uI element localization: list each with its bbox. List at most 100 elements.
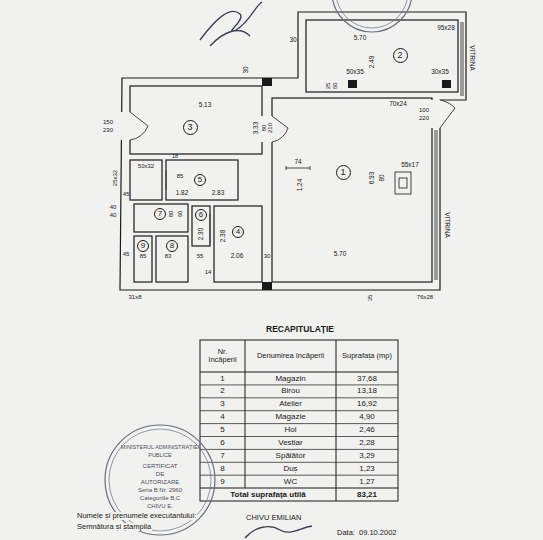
- stove-symbol: [399, 178, 407, 188]
- room-number-circle: 1: [336, 165, 351, 180]
- dimension-label: 50x35: [346, 69, 364, 76]
- table-border: [200, 340, 398, 501]
- stamp-text: PUBLICE: [148, 453, 172, 459]
- dimension-label: 80: [379, 174, 386, 181]
- column-symbol: [348, 80, 357, 88]
- table-heading: RECAPITULAȚIE: [266, 325, 334, 334]
- footer-text: Numele și prenumele executantului:: [76, 512, 197, 520]
- table-cell: 16,92: [357, 400, 377, 408]
- dimension-line: [166, 170, 210, 244]
- dimension-label: 40: [110, 212, 117, 218]
- table-cell: 7: [220, 452, 224, 460]
- dimension-label: 100: [419, 107, 429, 113]
- dimension-label: 60: [332, 83, 338, 90]
- dimension-label: 14: [205, 269, 212, 275]
- dimension-label: 40: [110, 204, 117, 210]
- table-cell: Duș: [283, 465, 297, 473]
- dimension-label: 70x24: [389, 101, 407, 108]
- dimension-label: 2.83: [212, 190, 225, 197]
- room-number-circle: 5: [194, 174, 206, 186]
- room-number-circle: 6: [195, 209, 207, 221]
- stamp-circle: [336, 0, 408, 28]
- door-gap: [260, 116, 274, 142]
- room-wall: [130, 86, 262, 154]
- table-cell: 5: [220, 426, 224, 434]
- table-cell: Denumirea încăperii: [249, 352, 333, 360]
- dimension-label: 6.93: [369, 172, 376, 185]
- dimension-label: 55: [197, 253, 204, 259]
- dimension-label: 220: [419, 115, 429, 121]
- dimension-label: 35: [367, 295, 373, 302]
- table-cell: 4: [220, 413, 224, 421]
- column-symbol: [262, 78, 272, 86]
- dimension-label: 50x32: [138, 163, 154, 169]
- dimension-label: 230: [103, 127, 113, 133]
- table-cell: Hol: [284, 426, 296, 434]
- stamp-text: Seria B Nr. 2960: [138, 487, 182, 493]
- door-gap: [116, 112, 132, 140]
- table-cell: Vestiar: [278, 439, 302, 447]
- room-number: 9: [141, 242, 145, 250]
- dimension-label: 95x28: [437, 25, 455, 32]
- window-label: VITRINA: [469, 45, 476, 71]
- footer-text: 09.10.2002: [358, 529, 398, 537]
- table-cell: Birou: [281, 387, 300, 395]
- signature: [245, 526, 312, 538]
- dimension-label: 74: [294, 159, 301, 166]
- room-number-circle: 3: [183, 120, 198, 135]
- dimension-label: 85: [140, 253, 147, 259]
- dimension-label: 25: [325, 83, 331, 90]
- table-cell: 1,27: [359, 477, 375, 485]
- window-label: VITRINA: [444, 212, 451, 238]
- room-wall: [272, 98, 432, 282]
- dimension-label: 83: [165, 253, 172, 259]
- dimension-label: 76x28: [417, 294, 433, 300]
- table-cell: 2,28: [359, 439, 375, 447]
- room-number: 4: [236, 228, 240, 236]
- table-cell: Spălător: [276, 452, 306, 460]
- table-cell: 4,90: [359, 413, 375, 421]
- door-swing: [130, 112, 148, 140]
- room-number: 5: [198, 176, 202, 184]
- room-wall: [156, 236, 188, 282]
- room-number-circle: 9: [137, 240, 149, 252]
- footer-text: Semnătura și ștampila: [76, 523, 152, 531]
- dimension-label: 30: [243, 66, 250, 73]
- dimension-label: 45: [123, 251, 130, 257]
- table-cell: Total suprafața utilă: [230, 490, 305, 498]
- room-number: 6: [199, 211, 203, 219]
- dimension-label: 55x17: [401, 162, 419, 169]
- stamp-text: DE: [156, 471, 164, 477]
- footer-text: CHIVU EMILIAN: [245, 514, 302, 522]
- room-wall: [130, 160, 162, 200]
- dimension-label: 210: [267, 123, 273, 133]
- table-cell: 83,21: [357, 490, 377, 498]
- room-number: 3: [187, 123, 192, 132]
- room-wall: [192, 206, 210, 246]
- stamp-circle: [332, 0, 412, 32]
- room-number: 8: [170, 242, 174, 250]
- table-cell: Magazie: [275, 413, 305, 421]
- dimension-line: [286, 166, 310, 170]
- dimension-label: 3.33: [253, 122, 260, 135]
- dimension-label: 31x8: [128, 294, 141, 300]
- shop-window: [435, 130, 437, 280]
- room-number: 2: [397, 51, 402, 60]
- stove-symbol: [395, 172, 411, 194]
- stamp-text: AUTORIZARE: [141, 479, 180, 485]
- table-cell: Atelier: [279, 400, 302, 408]
- dimension-label: 80: [168, 211, 174, 218]
- dimension-label: 5.70: [354, 35, 367, 42]
- dimension-label: 2.30: [198, 228, 205, 241]
- dimension-label: 5.13: [199, 102, 212, 109]
- table-cell: 1,23: [359, 465, 375, 473]
- column-symbol: [442, 80, 451, 88]
- table-cell: 1: [220, 374, 224, 382]
- dimension-label: 85: [177, 173, 184, 179]
- table-grid: [200, 385, 398, 475]
- table-cell: 6: [220, 439, 224, 447]
- stamp-text: CERTIFICAT: [143, 463, 178, 469]
- dimension-label: 80: [261, 125, 267, 132]
- room-number: 7: [158, 210, 162, 218]
